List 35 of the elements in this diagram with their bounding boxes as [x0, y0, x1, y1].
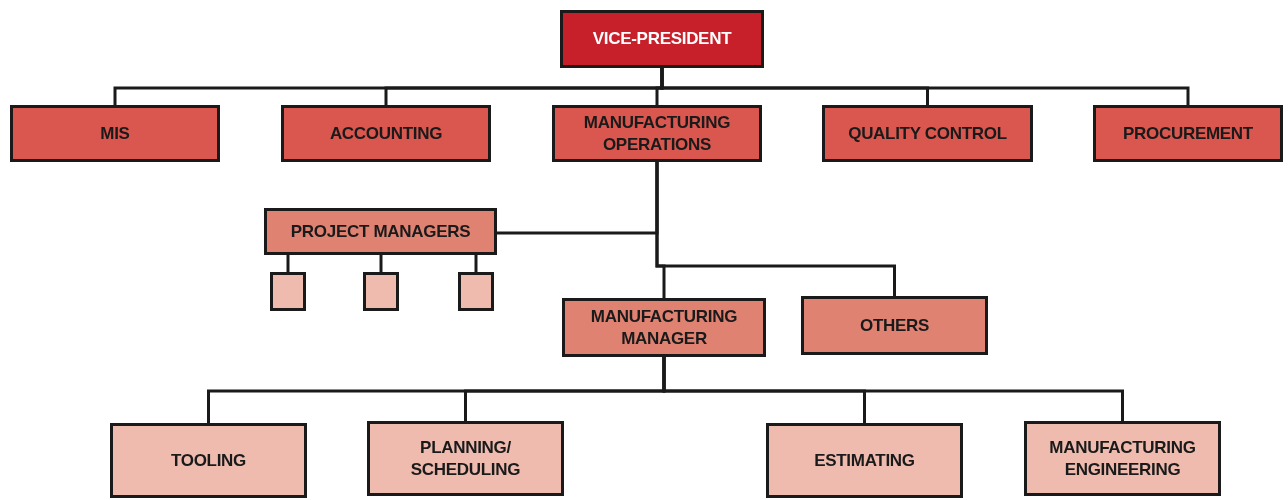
empty-box: [270, 272, 306, 311]
department-box: [264, 208, 497, 255]
connector-line: [662, 357, 1124, 421]
head-box: [560, 10, 764, 68]
box-label: MANUFACTURING ENGINEERING: [1048, 437, 1197, 480]
connector-line: [474, 255, 478, 272]
department-box: [1024, 421, 1221, 496]
department-box: [562, 298, 766, 357]
box-label: MANUFACTURING OPERATIONS: [582, 112, 732, 155]
box-label: MANUFACTURING MANAGER: [589, 306, 739, 349]
department-box: [10, 105, 220, 162]
connector-line: [286, 255, 290, 272]
box-label: QUALITY CONTROL: [848, 122, 1007, 145]
connector-line: [655, 162, 896, 296]
box-label: PLANNING/ SCHEDULING: [409, 437, 522, 480]
department-box: [110, 423, 307, 498]
empty-box: [458, 272, 494, 311]
box-label: PROCUREMENT: [1123, 122, 1253, 145]
department-box: [822, 105, 1033, 162]
box-label: OTHERS: [859, 314, 929, 337]
connector-line: [660, 68, 1190, 105]
box-label: ESTIMATING: [814, 449, 915, 472]
department-box: [1093, 105, 1283, 162]
connector-line: [379, 255, 383, 272]
box-label: TOOLING: [171, 449, 246, 472]
department-box: [552, 105, 762, 162]
department-box: [801, 296, 988, 355]
box-label: PROJECT MANAGERS: [290, 220, 471, 243]
department-box: [367, 421, 564, 496]
box-label: ACCOUNTING: [329, 122, 443, 145]
box-label: VICE-PRESIDENT: [592, 28, 732, 50]
box-label: MIS: [100, 122, 130, 145]
department-box: [766, 423, 963, 498]
empty-box: [363, 272, 399, 311]
department-box: [281, 105, 491, 162]
